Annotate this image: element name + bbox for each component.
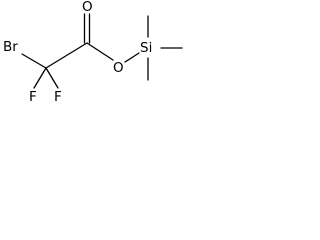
bond-br-c bbox=[21, 53, 47, 69]
atom-label-fluorine-left: F bbox=[29, 89, 37, 105]
bond-c-f-right bbox=[45, 67, 59, 89]
bonds bbox=[21, 13, 183, 89]
atom-label-carbonyl-oxygen: O bbox=[82, 0, 93, 15]
bond-c-o-ester bbox=[86, 42, 114, 61]
bond-c-c bbox=[45, 42, 88, 69]
atom-label-bromine: Br bbox=[3, 39, 18, 55]
bond-o-si bbox=[124, 52, 140, 63]
atom-label-silicon: Si bbox=[140, 40, 152, 56]
atom-label-ester-oxygen: O bbox=[113, 60, 124, 76]
atom-labels: Br F F O O Si bbox=[3, 0, 152, 105]
bond-c-f-left bbox=[33, 67, 47, 89]
molecule-structure: Br F F O O Si bbox=[3, 0, 183, 105]
atom-label-fluorine-right: F bbox=[54, 89, 62, 105]
